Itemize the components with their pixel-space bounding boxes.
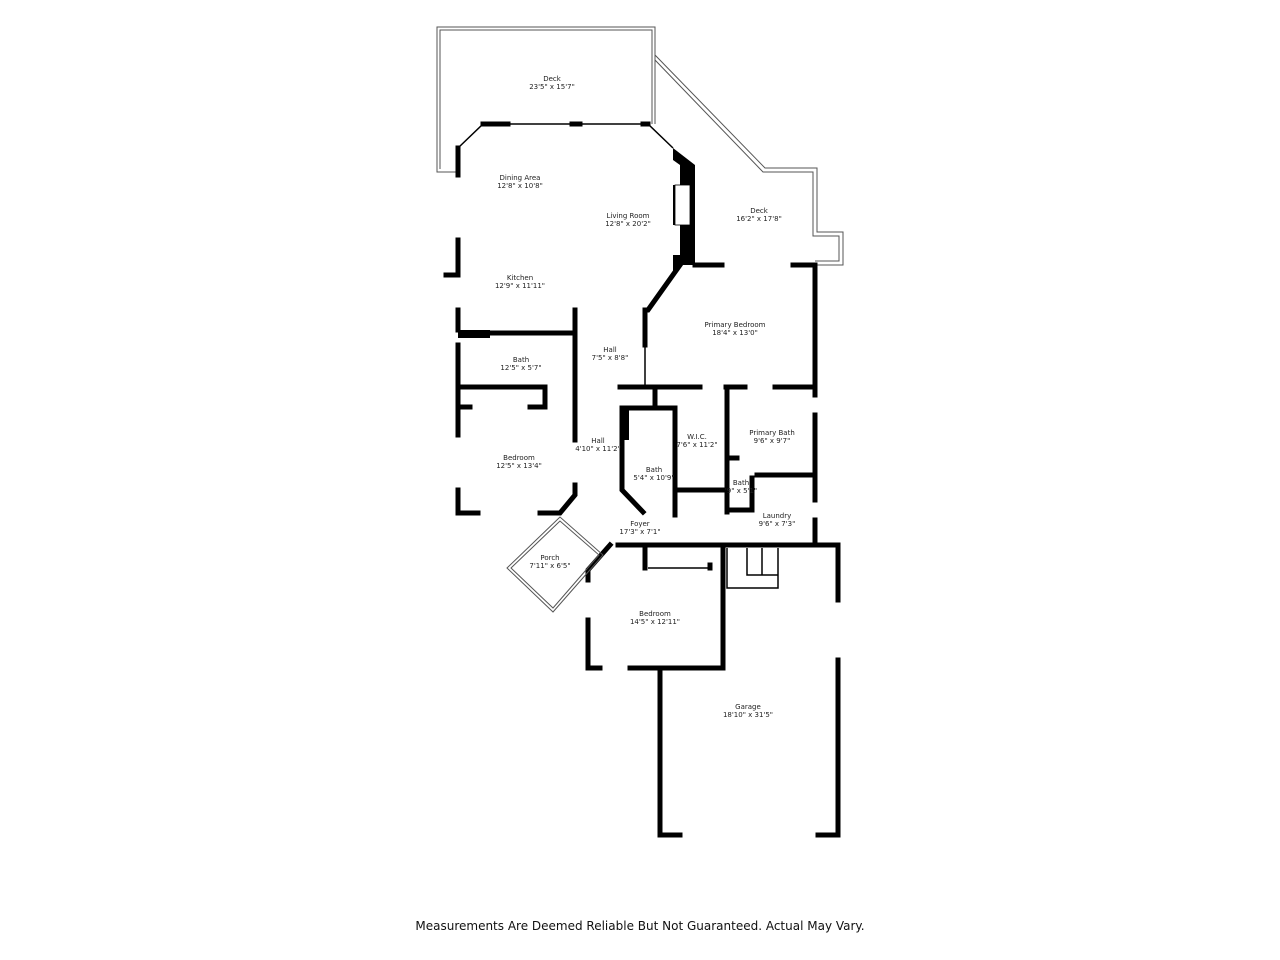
room-size: 12'5" x 13'4" xyxy=(496,462,542,470)
room-name: Primary Bedroom xyxy=(705,321,766,329)
room-size: 12'8" x 20'2" xyxy=(605,220,651,228)
room-size: 12'5" x 5'7" xyxy=(500,364,541,372)
room-size: 23'5" x 15'7" xyxy=(529,83,575,91)
room-size: 9'6" x 9'7" xyxy=(754,437,791,445)
deck-outlines xyxy=(436,26,844,266)
room-name: Hall xyxy=(603,346,616,354)
walls xyxy=(443,121,841,838)
disclaimer-footer: Measurements Are Deemed Reliable But Not… xyxy=(415,919,865,933)
room-name: Porch xyxy=(540,554,559,562)
room-name: Bath xyxy=(513,356,529,364)
porch-outline xyxy=(506,516,604,613)
room-labels: Deck 23'5" x 15'7" Dining Area 12'8" x 1… xyxy=(495,75,795,719)
room-name: Deck xyxy=(543,75,562,83)
room-size: 7'6" x 11'2" xyxy=(676,441,717,449)
room-size: 16'2" x 17'8" xyxy=(736,215,782,223)
room-size: 12'8" x 10'8" xyxy=(497,182,543,190)
room-name: Living Room xyxy=(607,212,650,220)
room-size: 7'11" x 6'5" xyxy=(529,562,570,570)
room-size: 7'5" x 8'8" xyxy=(592,354,629,362)
room-name: Bedroom xyxy=(503,454,535,462)
room-name: Kitchen xyxy=(507,274,533,282)
room-size: 4'10" x 11'2" xyxy=(575,445,621,453)
room-name: Bath xyxy=(733,479,749,487)
room-name: Primary Bath xyxy=(749,429,795,437)
room-size: '9" x 5'1" xyxy=(725,487,757,495)
room-size: 18'4" x 13'0" xyxy=(712,329,758,337)
room-name: Foyer xyxy=(630,520,650,528)
room-name: Garage xyxy=(735,703,761,711)
room-size: 9'6" x 7'3" xyxy=(759,520,796,528)
room-name: Dining Area xyxy=(500,174,541,182)
room-size: 18'10" x 31'5" xyxy=(723,711,773,719)
room-name: Bath xyxy=(646,466,662,474)
room-size: 17'3" x 7'1" xyxy=(619,528,660,536)
room-size: 12'9" x 11'11" xyxy=(495,282,545,290)
room-size: 5'4" x 10'9" xyxy=(633,474,674,482)
room-name: Bedroom xyxy=(639,610,671,618)
room-name: Hall xyxy=(591,437,604,445)
room-name: W.I.C. xyxy=(687,433,707,441)
room-name: Laundry xyxy=(763,512,792,520)
room-name: Deck xyxy=(750,207,769,215)
room-size: 14'5" x 12'11" xyxy=(630,618,680,626)
